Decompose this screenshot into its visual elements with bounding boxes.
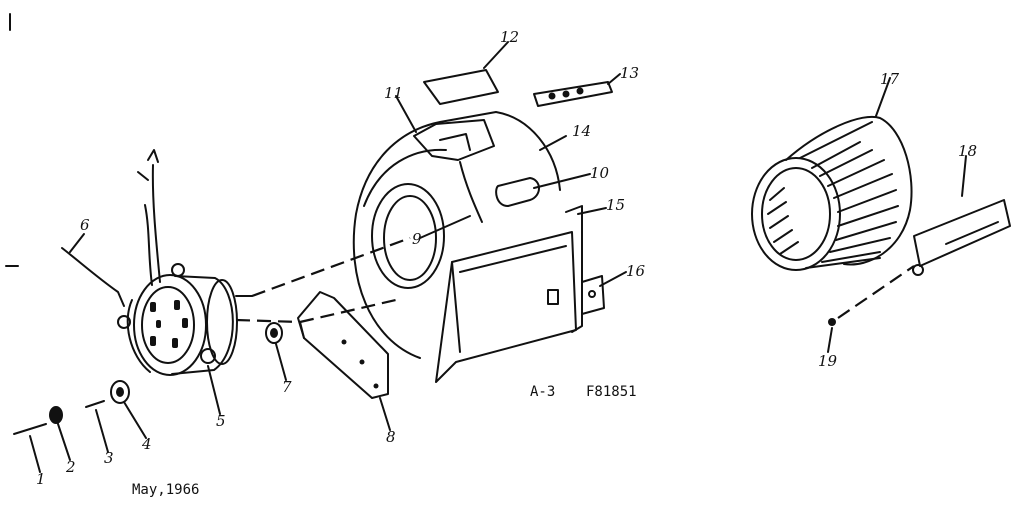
callout-17: 17 — [880, 70, 900, 88]
motor-lead-wire-end — [137, 171, 149, 181]
motor-end-bell — [133, 274, 207, 376]
housing-inlet-ring — [371, 183, 445, 289]
nut — [265, 322, 283, 344]
outlet-slot — [547, 289, 559, 305]
terminal-strip — [533, 81, 613, 107]
vent-slot — [172, 338, 178, 348]
callout-19: 19 — [818, 352, 838, 370]
callout-8: 8 — [386, 428, 396, 446]
blower-wheel-blades — [767, 141, 899, 263]
junction-box — [413, 119, 495, 161]
vent-slot — [150, 336, 156, 346]
outlet-frame-edge — [459, 245, 567, 273]
leader-lines — [29, 41, 967, 473]
box-cover-plate — [423, 69, 499, 105]
bracket-parts — [265, 291, 389, 399]
cut-off-plate-edge — [945, 221, 999, 245]
mounting-bracket — [581, 275, 605, 315]
motor-end-bell-inner — [141, 286, 195, 364]
grommet — [110, 380, 130, 404]
callout-18: 18 — [958, 142, 977, 160]
figure-number: F81851 — [586, 384, 637, 400]
callout-6: 6 — [80, 216, 90, 234]
cut-off-plate — [913, 199, 1011, 267]
housing-scroll-front — [363, 148, 447, 207]
callout-16: 16 — [626, 262, 646, 280]
outlet-flange — [565, 205, 583, 333]
outlet-frame-edge — [451, 261, 461, 353]
callout-11: 11 — [384, 84, 403, 102]
motor-lead-wire-end — [147, 149, 159, 163]
bracket-hole — [341, 339, 347, 345]
vent-slot — [156, 320, 161, 328]
housing-scroll — [352, 111, 561, 359]
vent-slot — [182, 318, 188, 328]
wire-lead — [61, 247, 125, 307]
blower-housing — [352, 69, 613, 383]
terminal-screw — [562, 90, 570, 98]
blower-wheel-inner-rim — [761, 167, 831, 261]
mounting-nut — [117, 315, 131, 329]
assembly-lines — [235, 236, 915, 324]
callout-labels: 1 2 3 4 5 6 7 8 9 10 11 12 13 14 15 16 1… — [36, 28, 977, 488]
blower-wheel-front-rim — [751, 157, 841, 271]
vent-slot — [150, 302, 156, 312]
motor-assembly — [61, 149, 253, 376]
callout-9: 9 — [412, 230, 422, 248]
hardware-parts — [13, 380, 130, 435]
motor-mount-rim — [126, 299, 151, 373]
callout-14: 14 — [572, 122, 591, 140]
callout-15: 15 — [606, 196, 625, 214]
nut-hole — [270, 328, 278, 338]
figure-code: A-3 — [530, 384, 555, 400]
outlet-frame — [435, 231, 577, 383]
callout-2: 2 — [65, 458, 76, 476]
motor-lead-wire — [151, 164, 161, 283]
blower-wheel-edge — [805, 257, 881, 269]
callout-13: 13 — [620, 64, 639, 82]
callout-5: 5 — [216, 412, 226, 430]
bracket-hole — [359, 359, 365, 365]
blower-wheel-edge — [799, 121, 873, 159]
motor-mounting-bracket — [297, 291, 389, 399]
bracket-hole — [373, 383, 379, 389]
junction-box-inner — [439, 133, 471, 151]
cut-off-plate-hole — [912, 264, 924, 276]
motor-rear-face — [206, 279, 238, 365]
screw — [828, 318, 836, 326]
mounting-nut — [200, 348, 216, 364]
callout-7: 7 — [282, 378, 292, 396]
capacitor — [495, 177, 540, 207]
callout-4: 4 — [141, 435, 152, 453]
spacer — [85, 400, 105, 408]
bracket-edge — [299, 321, 305, 339]
blower-wheel-body — [785, 115, 913, 266]
motor-housing — [171, 275, 234, 375]
drawing-date: May,1966 — [132, 482, 199, 498]
vent-slot — [174, 300, 180, 310]
callout-1: 1 — [36, 470, 46, 488]
callout-10: 10 — [590, 164, 610, 182]
motor-lead-wire — [144, 204, 153, 286]
callout-3: 3 — [104, 449, 114, 467]
housing-inlet-opening — [383, 195, 437, 281]
blower-wheel-assembly — [751, 115, 1011, 326]
terminal-screw — [548, 92, 556, 100]
bracket-hole — [588, 290, 596, 298]
grommet-hole — [116, 387, 124, 397]
mounting-nut — [171, 263, 185, 277]
terminal-screw — [576, 87, 584, 95]
screw — [13, 423, 47, 435]
washer — [49, 406, 63, 424]
callout-12: 12 — [500, 28, 519, 46]
wire-harness — [459, 161, 483, 223]
